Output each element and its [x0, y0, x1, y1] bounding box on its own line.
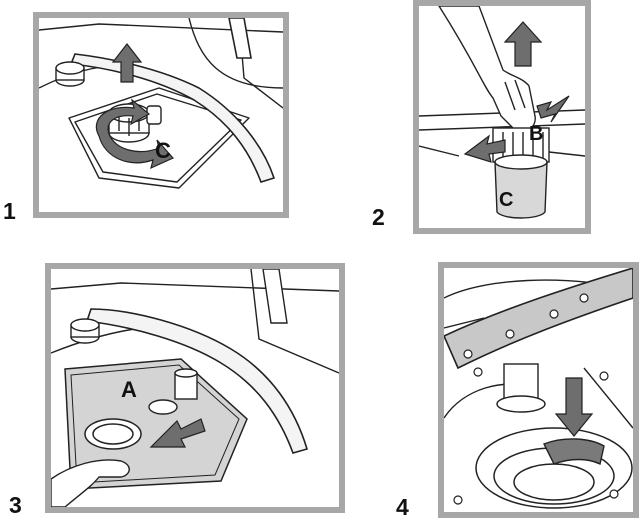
step-3-number: 3 [9, 492, 22, 518]
drain-hole [84, 418, 142, 450]
filter-insert [543, 438, 605, 466]
wash-arm [444, 268, 633, 370]
sump [475, 427, 633, 509]
squeeze-arrow-left [463, 134, 506, 163]
label-c: C [155, 138, 171, 163]
label-c: C [499, 189, 513, 211]
filter-stem [496, 363, 546, 413]
wash-arm [69, 18, 276, 183]
step-2-number: 2 [372, 204, 385, 230]
filter-c [494, 154, 548, 219]
step-4-panel [438, 262, 639, 518]
down-arrow [554, 377, 594, 437]
detergent-cap [55, 61, 85, 87]
step-2-illustration: B C [419, 6, 585, 219]
step-1-number: 1 [3, 198, 16, 224]
squeeze-arrow-right [536, 95, 570, 123]
wash-arm [85, 308, 308, 454]
step-4-number: 4 [396, 494, 409, 520]
step-1-illustration: C [39, 18, 283, 189]
label-a: A [121, 377, 137, 402]
up-arrow [503, 21, 543, 67]
rotate-arrow [95, 98, 174, 170]
detergent-cap [70, 318, 100, 344]
label-b: B [529, 123, 543, 145]
filter-stem [148, 368, 198, 415]
step-4-illustration [444, 268, 633, 509]
step-3-panel: A [45, 263, 345, 513]
up-arrow [111, 43, 143, 83]
step-3-illustration: A [51, 269, 339, 507]
hand [51, 459, 130, 507]
step-2-panel: B C [413, 0, 591, 234]
step-1-panel: C [33, 12, 289, 218]
slide-arrow [149, 418, 206, 448]
